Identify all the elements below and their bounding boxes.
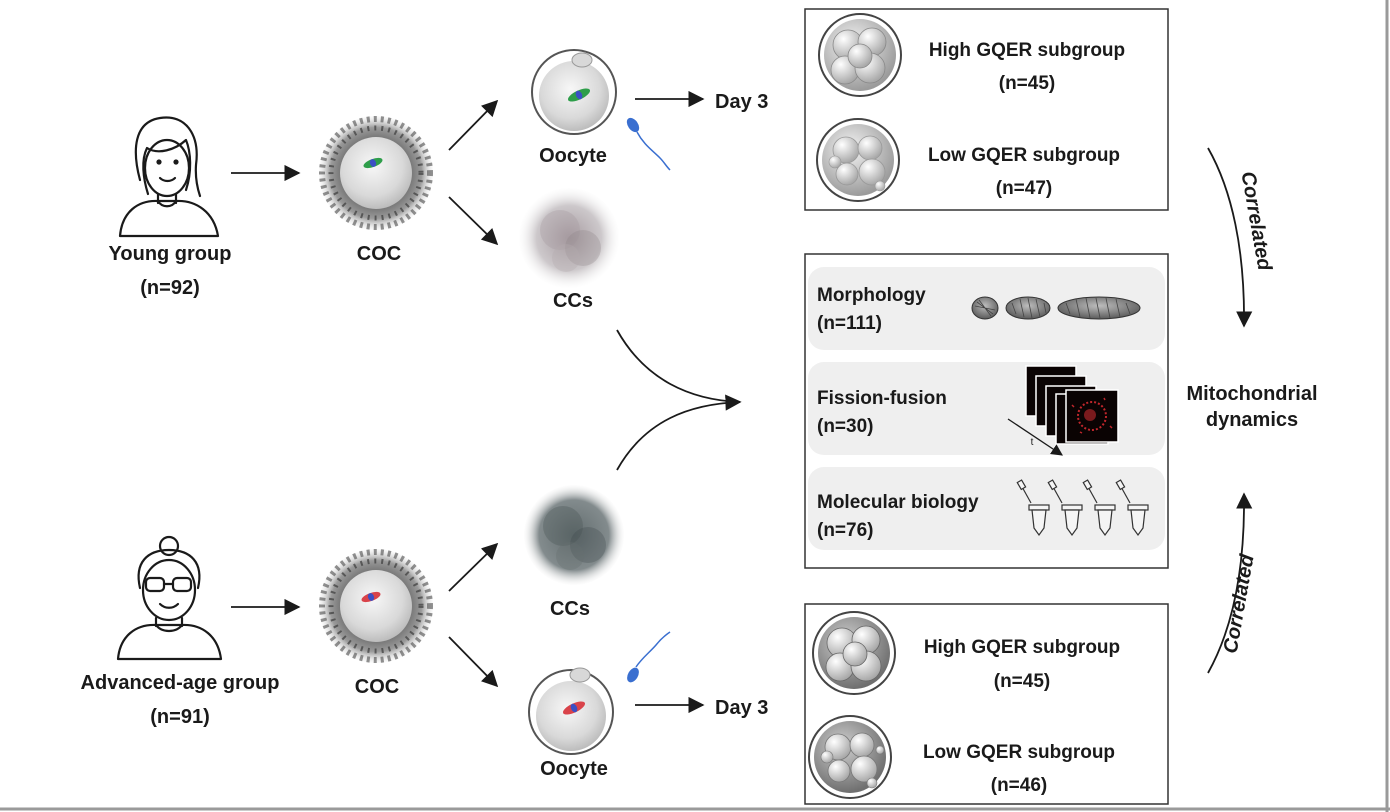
embryo-high-bottom-illustration xyxy=(812,611,896,695)
correlated-arrow-bottom xyxy=(1207,492,1253,674)
coc-old-illustration xyxy=(319,549,433,663)
old-woman-icon xyxy=(116,535,223,661)
ccs-young-label: CCs xyxy=(553,290,593,312)
merge-curve-bottom xyxy=(616,394,742,471)
oocyte-young-label: Oocyte xyxy=(539,145,607,167)
mito-dynamics-title-line1: Mitochondrial xyxy=(1186,383,1317,405)
time-axis-label: t xyxy=(1031,437,1034,448)
embryo-low-bottom-illustration xyxy=(808,715,892,799)
ccs-old-label: CCs xyxy=(550,598,590,620)
sperm-young-icon xyxy=(626,117,671,171)
young-group-label: Young group xyxy=(109,243,232,265)
top-low-subgroup-label: Low GQER subgroup xyxy=(928,145,1120,166)
ccs-young-illustration xyxy=(519,188,619,288)
morphology-count: (n=111) xyxy=(817,313,882,334)
arrow-coc-to-ccs-young xyxy=(448,196,499,246)
top-high-subgroup-count: (n=45) xyxy=(999,73,1056,94)
old-group-count: (n=91) xyxy=(150,706,209,728)
oocyte-old-illustration xyxy=(528,667,614,755)
young-woman-icon xyxy=(118,116,220,238)
top-low-subgroup-count: (n=47) xyxy=(996,178,1053,199)
old-group-label: Advanced-age group xyxy=(81,672,280,694)
bottom-low-subgroup-label: Low GQER subgroup xyxy=(923,742,1115,763)
day3-old-label: Day 3 xyxy=(715,697,768,719)
correlated-label-bottom: Correlated xyxy=(1220,552,1259,655)
bottom-high-subgroup-count: (n=45) xyxy=(994,671,1051,692)
fission-fusion-label: Fission-fusion xyxy=(817,388,947,409)
bottom-high-subgroup-label: High GQER subgroup xyxy=(924,637,1120,658)
correlated-label-top: Correlated xyxy=(1236,170,1275,273)
oocyte-old-label: Oocyte xyxy=(540,758,608,780)
arrow-coc-to-oocyte-old xyxy=(448,636,499,688)
fission-fusion-count: (n=30) xyxy=(817,416,874,437)
molecular-biology-count: (n=76) xyxy=(817,520,874,541)
arrow-coc-to-oocyte-young xyxy=(448,99,499,151)
coc-young-label: COC xyxy=(357,243,401,265)
ccs-old-illustration xyxy=(524,485,624,585)
correlated-arrow-top xyxy=(1207,147,1253,328)
mito-dynamics-title-line2: dynamics xyxy=(1206,409,1298,431)
bottom-low-subgroup-count: (n=46) xyxy=(991,775,1048,796)
top-high-subgroup-label: High GQER subgroup xyxy=(929,40,1125,61)
coc-young-illustration xyxy=(319,116,433,230)
embryo-high-top-illustration xyxy=(818,13,902,97)
molecular-biology-label: Molecular biology xyxy=(817,492,979,513)
embryo-low-top-illustration xyxy=(816,118,900,202)
merge-curve-top xyxy=(616,329,741,403)
morphology-label: Morphology xyxy=(817,285,926,306)
young-group-count: (n=92) xyxy=(140,277,199,299)
sperm-old-icon xyxy=(627,631,671,683)
oocyte-young-illustration xyxy=(531,49,617,135)
day3-young-label: Day 3 xyxy=(715,91,768,113)
coc-old-label: COC xyxy=(355,676,399,698)
time-lapse-stack-icon xyxy=(1007,365,1119,456)
mitochondria-icons xyxy=(971,296,1141,320)
arrow-coc-to-ccs-old xyxy=(448,542,499,592)
pipette-tube-icons xyxy=(1016,479,1149,537)
